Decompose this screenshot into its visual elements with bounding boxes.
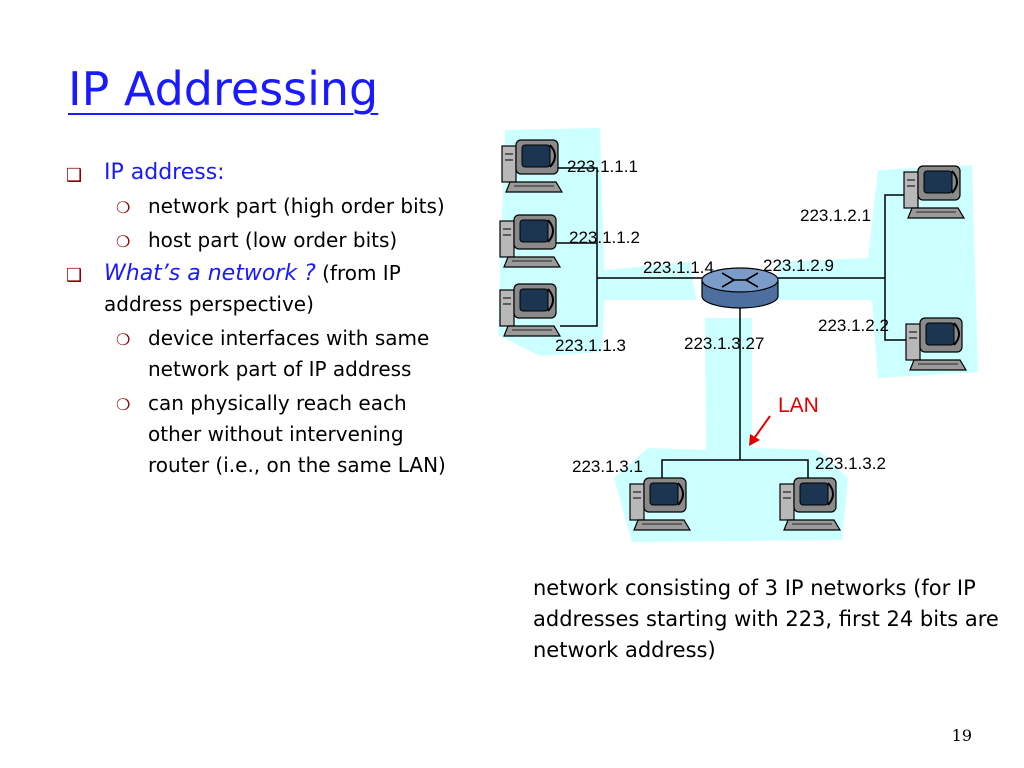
sub-bullet-text: device interfaces with same network part… <box>148 326 430 381</box>
square-bullet-icon: ❑ <box>66 265 83 286</box>
diagram-caption: network consisting of 3 IP networks (for… <box>533 576 999 662</box>
ip-label: 223.1.1.3 <box>555 336 626 355</box>
bullet-list: ❑ IP address: ❍ network part (high order… <box>60 156 460 481</box>
ip-label: 223.1.2.9 <box>763 256 834 275</box>
ip-label: 223.1.3.27 <box>684 334 764 353</box>
bullet-text: IP address: <box>104 160 225 185</box>
bullet-suffix: (from IP address perspective) <box>104 261 401 316</box>
page-number: 19 <box>951 726 972 745</box>
sub-bullet-text: network part (high order bits) <box>148 194 445 218</box>
host-computer-icon <box>905 317 967 371</box>
sub-bullet-text: can physically reach each other without … <box>148 391 446 477</box>
ip-label: 223.1.1.4 <box>643 258 714 277</box>
square-bullet-icon: ❑ <box>66 165 83 186</box>
ip-label: 223.1.2.2 <box>818 316 889 335</box>
slide-title: IP Addressing <box>68 62 379 116</box>
host-computer-icon <box>779 477 841 531</box>
sub-bullet-physically-reach: ❍ can physically reach each other withou… <box>60 388 460 481</box>
lan-arrow <box>749 415 771 446</box>
bullet-text: What’s a network ? <box>104 261 316 286</box>
ip-label: 223.1.3.1 <box>572 457 643 476</box>
host-computer-icon <box>501 139 563 193</box>
host-computer-icon <box>499 283 561 337</box>
sub-bullet-network-part: ❍ network part (high order bits) <box>60 191 460 222</box>
router-icon <box>701 267 779 309</box>
host-computer-icon <box>629 477 691 531</box>
ip-label: 223.1.2.1 <box>800 206 871 225</box>
ip-label: 223.1.1.2 <box>569 228 640 247</box>
bullet-whats-a-network: ❑ What’s a network ? (from IP address pe… <box>60 258 460 320</box>
sub-bullet-text: host part (low order bits) <box>148 228 398 252</box>
bullet-ip-address: ❑ IP address: <box>60 158 460 188</box>
circle-bullet-icon: ❍ <box>116 232 131 251</box>
host-computer-icon <box>499 214 561 268</box>
host-computer-icon <box>903 165 965 219</box>
sub-bullet-host-part: ❍ host part (low order bits) <box>60 225 460 256</box>
sub-bullet-device-interfaces: ❍ device interfaces with same network pa… <box>60 323 460 385</box>
ip-label: 223.1.1.1 <box>567 157 638 176</box>
ip-label: 223.1.3.2 <box>815 454 886 473</box>
circle-bullet-icon: ❍ <box>116 395 131 414</box>
circle-bullet-icon: ❍ <box>116 198 131 217</box>
lan-label: LAN <box>778 394 819 417</box>
circle-bullet-icon: ❍ <box>116 330 131 349</box>
